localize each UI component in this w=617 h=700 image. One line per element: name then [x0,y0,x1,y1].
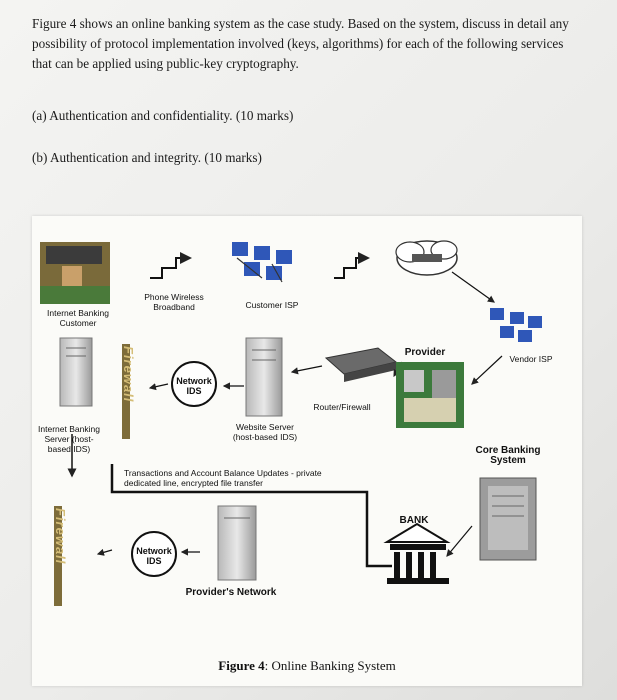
network-ids-top-icon [171,361,217,407]
bank-building-icon [383,522,451,584]
figure-caption: Figure 4: Online Banking System [218,658,396,673]
network-ids-bottom-icon [131,531,177,577]
website-server-icon [245,337,283,417]
online-banking-figure: Internet Banking Customer Phone Wireless… [32,216,582,686]
customer-isp-computers-icon [232,242,292,283]
provider-building-icon [396,362,464,428]
label-internet-banking-server: Internet Banking Server (host-based IDS) [38,424,100,454]
core-banking-system-icon [479,477,537,561]
link-icon [150,252,192,279]
internet-cloud-icon [395,240,458,276]
question-part-b: (b) Authentication and integrity. (10 ma… [32,150,262,165]
vendor-isp-computers-icon [490,308,542,342]
private-line [110,464,392,568]
label-network-ids-top: Network IDS [176,376,212,396]
label-transactions: Transactions and Account Balance Updates… [124,468,322,488]
label-customer-isp: Customer ISP [245,300,299,310]
label-provider: Provider [404,347,446,358]
label-vendor-isp: Vendor ISP [509,354,553,364]
label-phone-wireless: Phone Wireless Broadband [144,292,204,312]
question-part-a: (a) Authentication and confidentiality. … [32,108,294,123]
label-providers-network: Provider's Network [185,587,277,598]
label-website-server: Website Server (host-based IDS) [232,422,298,442]
label-bank: BANK [399,515,429,526]
label-firewall-1: Firewall [121,346,136,403]
provider-network-server-icon [217,505,257,581]
network-diagram [40,240,542,606]
label-firewall-2: Firewall [53,508,68,565]
label-core-banking-system: Core Banking System [475,445,541,466]
label-internet-banking-customer: Internet Banking Customer [47,308,109,328]
link-icon [334,252,370,279]
label-network-ids-bottom: Network IDS [136,546,172,566]
label-router-firewall: Router/Firewall [313,402,371,412]
internet-banking-server-icon [59,337,93,407]
router-firewall-icon [324,347,398,382]
question-intro: Figure 4 shows an online banking system … [32,16,569,71]
customer-computer-icon [40,242,110,304]
